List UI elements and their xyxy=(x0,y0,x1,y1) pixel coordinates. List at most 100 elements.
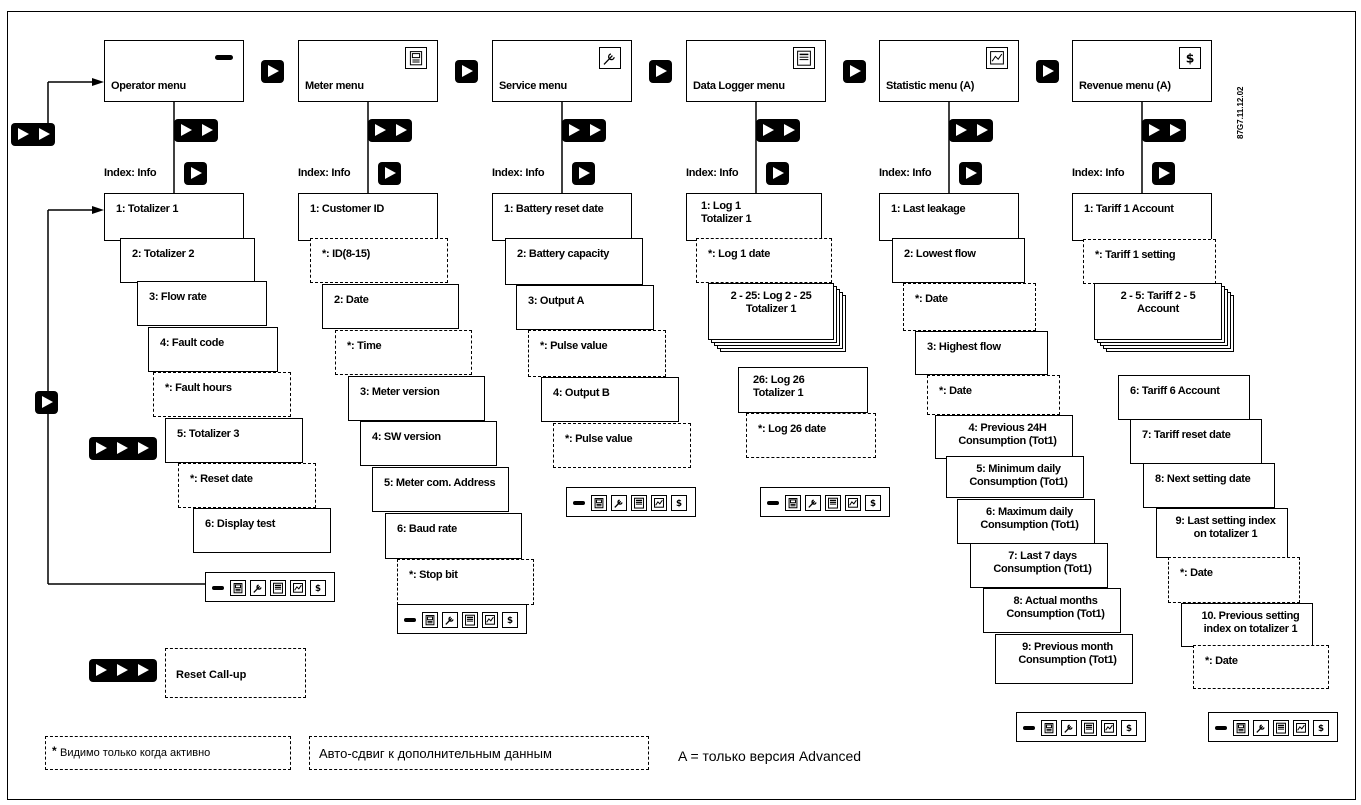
logger-icon[interactable] xyxy=(462,612,478,628)
wrench-icon[interactable] xyxy=(611,495,627,511)
menu-navigation-strip[interactable]: $ xyxy=(566,487,696,517)
wrench-icon[interactable] xyxy=(1253,720,1269,736)
menu-navigation-strip[interactable]: $ xyxy=(1016,712,1146,742)
chart-icon[interactable] xyxy=(845,495,861,511)
chart-icon[interactable] xyxy=(1293,720,1309,736)
menu-item[interactable]: *: Date xyxy=(927,375,1060,415)
menu-item[interactable]: *: Pulse value xyxy=(553,423,691,468)
dollar-icon[interactable]: $ xyxy=(865,495,881,511)
chart-icon[interactable] xyxy=(482,612,498,628)
menu-item[interactable]: 4: Fault code xyxy=(148,327,278,372)
menu-item[interactable]: 8: Next setting date xyxy=(1143,463,1275,508)
menu-item[interactable]: 5: Totalizer 3 xyxy=(165,418,303,463)
next-menu-button[interactable] xyxy=(1036,60,1059,83)
menu-item[interactable]: 9: Last setting index on totalizer 1 xyxy=(1156,508,1288,558)
menu-item[interactable]: 2: Lowest flow xyxy=(892,238,1025,283)
menu-item[interactable]: 1: Tariff 1 Account xyxy=(1072,193,1212,241)
next-menu-button[interactable] xyxy=(455,60,478,83)
menu-item[interactable]: *: Pulse value xyxy=(528,330,666,377)
menu-item[interactable]: 10. Previous setting index on totalizer … xyxy=(1181,603,1313,647)
dollar-icon[interactable]: $ xyxy=(310,580,326,596)
menu-navigation-strip[interactable]: $ xyxy=(760,487,890,517)
menu-item[interactable]: *: Date xyxy=(1168,557,1300,603)
menu-item[interactable]: *: Log 26 date xyxy=(746,413,876,458)
logger-icon[interactable] xyxy=(631,495,647,511)
menu-item[interactable]: 2 - 25: Log 2 - 25 Totalizer 1 xyxy=(708,283,834,340)
menu-item[interactable]: 1: Log 1 Totalizer 1 xyxy=(686,193,822,241)
dollar-icon[interactable]: $ xyxy=(671,495,687,511)
menu-item[interactable]: 6: Tariff 6 Account xyxy=(1118,375,1250,420)
menu-item[interactable]: 1: Last leakage xyxy=(879,193,1019,241)
menu-navigation-strip[interactable]: $ xyxy=(205,572,335,602)
enter-menu-button[interactable] xyxy=(756,119,800,142)
meter-icon[interactable] xyxy=(1041,720,1057,736)
menu-navigation-strip[interactable]: $ xyxy=(1208,712,1338,742)
menu-item[interactable]: *: Tariff 1 setting xyxy=(1083,239,1216,284)
index-info-button[interactable] xyxy=(766,162,789,185)
index-info-button[interactable] xyxy=(378,162,401,185)
menu-item[interactable]: 4: Output B xyxy=(541,377,679,422)
menu-item[interactable]: 3: Output A xyxy=(516,285,654,330)
menu-item[interactable]: 2 - 5: Tariff 2 - 5 Account xyxy=(1094,283,1222,340)
menu-box-5[interactable]: Revenue menu (A)$ xyxy=(1072,40,1212,102)
menu-item[interactable]: 1: Customer ID xyxy=(298,193,438,241)
menu-item[interactable]: *: Reset date xyxy=(178,463,316,508)
menu-item[interactable]: 26: Log 26 Totalizer 1 xyxy=(738,367,868,413)
enter-menu-button[interactable] xyxy=(562,119,606,142)
menu-item[interactable]: 4: SW version xyxy=(360,421,497,466)
index-info-button[interactable] xyxy=(184,162,207,185)
index-info-button[interactable] xyxy=(959,162,982,185)
menu-item[interactable]: 6: Maximum daily Consumption (Tot1) xyxy=(957,499,1095,544)
menu-item[interactable]: *: Date xyxy=(1193,645,1329,689)
menu-item[interactable]: *: Fault hours xyxy=(153,372,291,417)
meter-icon[interactable] xyxy=(591,495,607,511)
logger-icon[interactable] xyxy=(1273,720,1289,736)
chart-icon[interactable] xyxy=(1101,720,1117,736)
menu-item[interactable]: 3: Highest flow xyxy=(915,331,1048,375)
menu-item[interactable]: 1: Battery reset date xyxy=(492,193,632,241)
menu-item[interactable]: 5: Meter com. Address xyxy=(372,467,509,512)
menu-box-4[interactable]: Statistic menu (A) xyxy=(879,40,1019,102)
chart-icon[interactable] xyxy=(290,580,306,596)
menu-item[interactable]: 5: Minimum daily Consumption (Tot1) xyxy=(946,456,1084,498)
menu-item[interactable]: *: Date xyxy=(903,283,1036,331)
menu-box-2[interactable]: Service menu xyxy=(492,40,632,102)
meter-icon[interactable] xyxy=(785,495,801,511)
logger-icon[interactable] xyxy=(825,495,841,511)
start-double-button[interactable] xyxy=(11,123,55,146)
meter-icon[interactable] xyxy=(422,612,438,628)
menu-item[interactable]: 2: Date xyxy=(322,284,459,329)
meter-icon[interactable] xyxy=(1233,720,1249,736)
menu-item[interactable]: *: Log 1 date xyxy=(696,238,832,283)
index-info-button[interactable] xyxy=(572,162,595,185)
enter-menu-button[interactable] xyxy=(368,119,412,142)
enter-menu-button[interactable] xyxy=(1142,119,1186,142)
dollar-icon[interactable]: $ xyxy=(1313,720,1329,736)
menu-navigation-strip[interactable]: $ xyxy=(397,604,527,634)
menu-item[interactable]: 7: Tariff reset date xyxy=(1130,419,1262,464)
wrench-icon[interactable] xyxy=(250,580,266,596)
enter-menu-button[interactable] xyxy=(174,119,218,142)
menu-item[interactable]: 9: Previous month Consumption (Tot1) xyxy=(995,634,1133,684)
menu-item[interactable]: 3: Flow rate xyxy=(137,281,267,326)
menu-box-1[interactable]: Meter menu xyxy=(298,40,438,102)
chart-icon[interactable] xyxy=(651,495,667,511)
wrench-icon[interactable] xyxy=(442,612,458,628)
loop-button[interactable] xyxy=(35,391,58,414)
meter-icon[interactable] xyxy=(230,580,246,596)
menu-item[interactable]: 6: Baud rate xyxy=(385,513,522,559)
menu-item[interactable]: 2: Battery capacity xyxy=(505,238,643,285)
menu-box-3[interactable]: Data Logger menu xyxy=(686,40,826,102)
dollar-icon[interactable]: $ xyxy=(1121,720,1137,736)
next-menu-button[interactable] xyxy=(261,60,284,83)
triple-button[interactable] xyxy=(89,437,157,460)
logger-icon[interactable] xyxy=(1081,720,1097,736)
dollar-icon[interactable]: $ xyxy=(502,612,518,628)
next-menu-button[interactable] xyxy=(649,60,672,83)
wrench-icon[interactable] xyxy=(805,495,821,511)
menu-item[interactable]: 1: Totalizer 1 xyxy=(104,193,244,241)
menu-item[interactable]: 2: Totalizer 2 xyxy=(120,238,255,283)
menu-box-0[interactable]: Operator menu xyxy=(104,40,244,102)
menu-item[interactable]: 4: Previous 24H Consumption (Tot1) xyxy=(935,415,1073,459)
wrench-icon[interactable] xyxy=(1061,720,1077,736)
